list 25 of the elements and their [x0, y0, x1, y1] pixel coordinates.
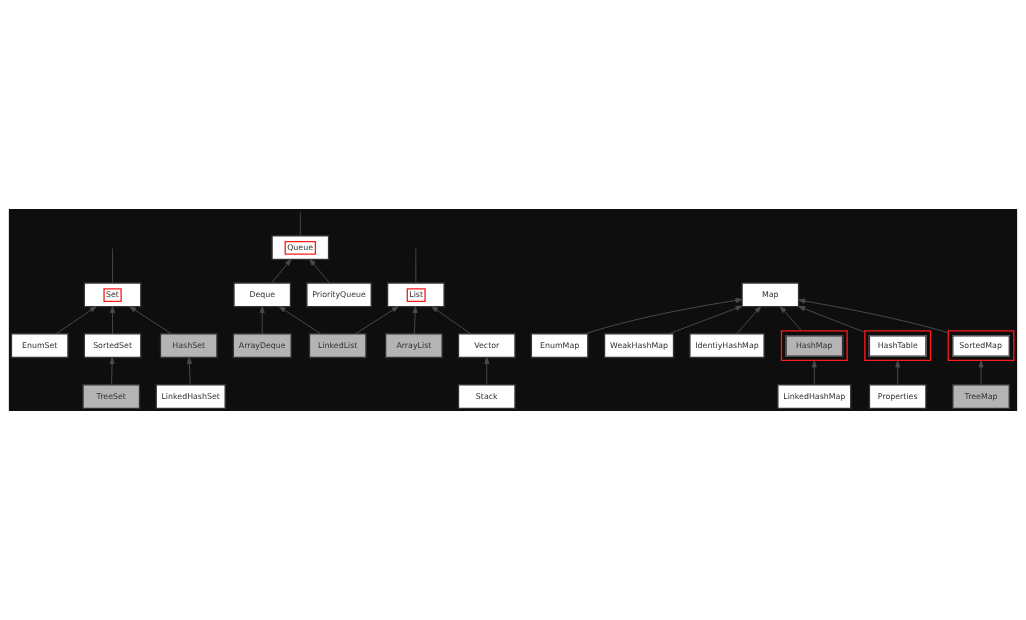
arrow: [186, 357, 192, 386]
arrow: [484, 357, 490, 386]
arrow: [309, 258, 330, 284]
arrow: [798, 298, 949, 334]
arrow: [978, 360, 984, 386]
arrow: [811, 360, 817, 386]
arrow: [736, 306, 761, 335]
arrow: [271, 258, 292, 284]
arrow: [798, 306, 865, 333]
arrow: [431, 306, 472, 335]
arrow: [895, 360, 901, 386]
arrow: [55, 306, 97, 335]
arrow: [354, 306, 399, 335]
connector: [415, 247, 417, 284]
arrow: [110, 306, 116, 335]
arrow: [278, 306, 322, 335]
arrow: [585, 297, 743, 335]
arrow: [668, 305, 743, 335]
arrow: [259, 306, 265, 335]
arrow: [129, 306, 172, 335]
connector: [299, 211, 301, 237]
arrow: [109, 357, 115, 386]
arrow: [779, 306, 802, 331]
arrow: [412, 306, 418, 335]
connector: [112, 247, 114, 284]
